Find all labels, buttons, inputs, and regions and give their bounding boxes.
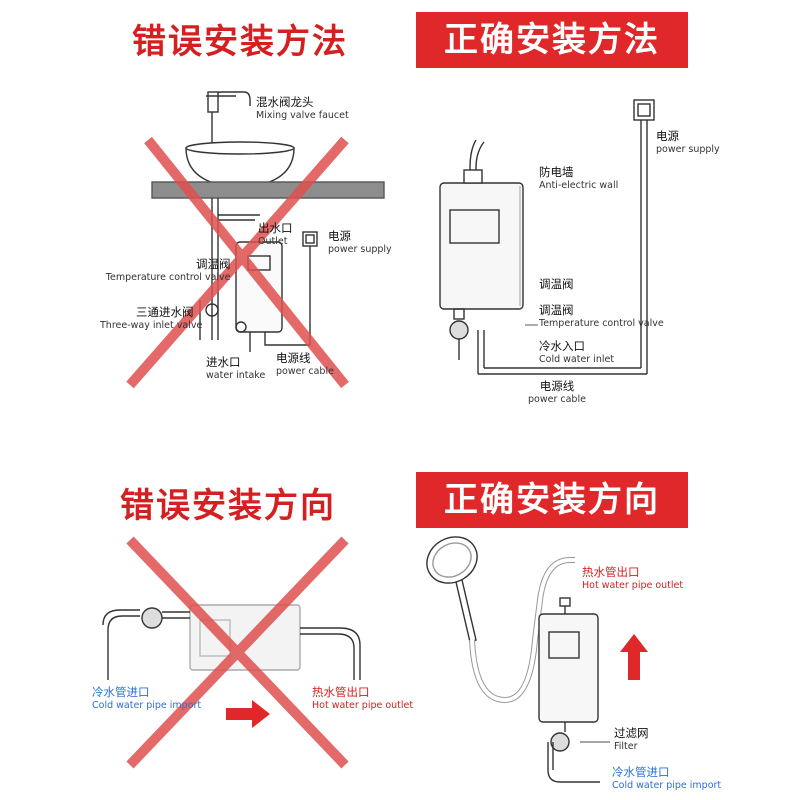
label-threeway-en: Three-way inlet valve (100, 320, 203, 331)
label-intake-en: water intake (206, 370, 266, 381)
label-power-en: power supply (328, 244, 392, 255)
label-cold-pipe-import-right: 冷水管进口 Cold water pipe import (612, 766, 721, 792)
label-filter-en: Filter (614, 741, 638, 752)
label-hot-pipe-outlet-left: 热水管出口 Hot water pipe outlet (312, 686, 413, 712)
label-filter: 过滤网 Filter (614, 727, 649, 753)
label-cold-water-inlet: 冷水入口 Cold water inlet (539, 340, 614, 366)
label-power-supply-right: 电源 power supply (656, 130, 720, 156)
label-cold-cn: 冷水入口 (539, 339, 585, 353)
label-cable-cn: 电源线 (539, 379, 575, 393)
label-temp-valve-1: 调温阀 (539, 278, 574, 291)
title-correct-method: 正确安装方法 (416, 12, 688, 68)
label-power-cable-left: 电源线 power cable (276, 352, 334, 378)
label-threeway-cn: 三通进水阀 (136, 305, 194, 319)
label-power-supply-left: 电源 power supply (328, 230, 392, 256)
label-temp1-cn: 调温阀 (539, 277, 574, 291)
label-temp-valve-left: 调温阀 Temperature control valve (86, 258, 231, 284)
label-faucet-cn: 混水阀龙头 (256, 95, 314, 109)
label-outlet: 出水口 Outlet (258, 222, 293, 248)
direction-arrow-wrong (226, 700, 270, 728)
label-wall-en: Anti-electric wall (539, 180, 619, 191)
label-faucet: 混水阀龙头 Mixing valve faucet (256, 96, 349, 122)
label-outlet-cn: 出水口 (258, 221, 293, 235)
label-faucet-en: Mixing valve faucet (256, 110, 349, 121)
label-temp-cn: 调温阀 (196, 257, 231, 271)
wrong-cross-2 (126, 536, 349, 769)
label-cable-cn: 电源线 (276, 351, 311, 365)
label-power-en: power supply (656, 144, 720, 155)
label-water-intake: 进水口 water intake (206, 356, 265, 382)
label-cold-en: Cold water inlet (539, 354, 615, 365)
label-wall-cn: 防电墙 (539, 165, 574, 179)
label-cold-pipe-import-left: 冷水管进口 Cold water pipe import (92, 686, 201, 712)
label-anti-electric-wall: 防电墙 Anti-electric wall (539, 166, 618, 192)
wrong-method-drawing (151, 91, 385, 352)
label-cold-en: Cold water pipe import (92, 700, 202, 711)
label-temp-en: Temperature control valve (105, 272, 231, 283)
wrong-cross-1 (126, 136, 349, 389)
label-power-cable-right: 电源线 power cable (528, 380, 586, 406)
label-cable-en: power cable (528, 394, 586, 405)
title-wrong-direction: 错误安装方向 (120, 486, 336, 526)
label-temp2-en: Temperature control valve (539, 318, 664, 329)
label-temp-valve-2: 调温阀 Temperature control valve (539, 304, 664, 330)
label-filter-cn: 过滤网 (614, 726, 649, 740)
label-cold-en: Cold water pipe import (612, 780, 722, 791)
label-hot-cn: 热水管出口 (582, 565, 640, 579)
label-power-cn: 电源 (656, 129, 679, 143)
title-correct-direction: 正确安装方向 (416, 472, 688, 528)
label-cold-cn: 冷水管进口 (92, 685, 150, 699)
correct-direction-drawing (426, 536, 610, 783)
label-intake-cn: 进水口 (206, 355, 241, 369)
label-hot-pipe-outlet-right: 热水管出口 Hot water pipe outlet (582, 566, 683, 592)
direction-arrow-up (620, 634, 648, 680)
label-hot-en: Hot water pipe outlet (312, 700, 414, 711)
label-hot-en: Hot water pipe outlet (582, 580, 684, 591)
label-power-cn: 电源 (328, 229, 351, 243)
label-outlet-en: Outlet (258, 236, 288, 247)
label-cold-cn: 冷水管进口 (612, 765, 670, 779)
correct-method-drawing (439, 99, 655, 375)
label-three-way-valve: 三通进水阀 Three-way inlet valve (100, 306, 202, 332)
label-temp2-cn: 调温阀 (539, 303, 574, 317)
label-cable-en: power cable (276, 366, 334, 377)
title-wrong-method: 错误安装方法 (132, 22, 348, 62)
label-hot-cn: 热水管出口 (312, 685, 370, 699)
